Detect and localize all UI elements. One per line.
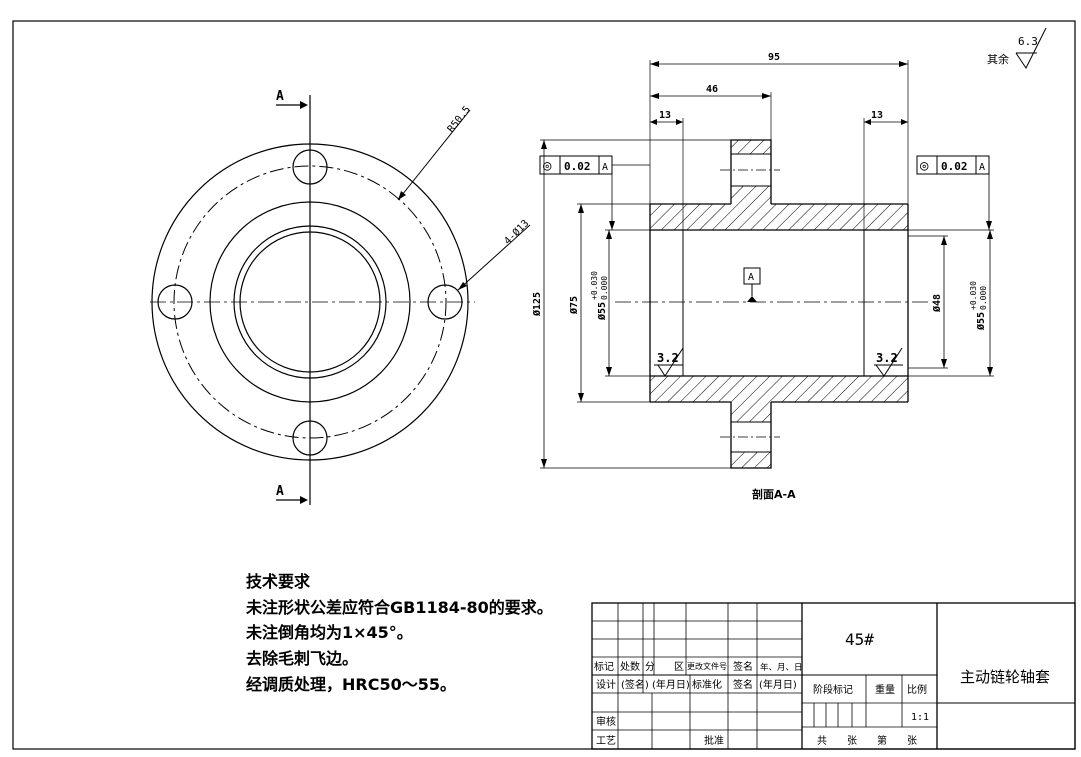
tb-material: 45# bbox=[845, 630, 874, 649]
roughness-general-label: 其余 bbox=[987, 52, 1009, 66]
tb-scale: 比例 bbox=[907, 683, 927, 696]
tb-approve: 批准 bbox=[704, 734, 724, 747]
svg-text:A: A bbox=[602, 162, 608, 173]
dim-od-hub: Ø75 bbox=[568, 296, 580, 315]
dim-od-flange: Ø125 bbox=[531, 292, 543, 317]
sheet-border bbox=[12, 20, 1076, 750]
tech-req-line-3: 去除毛刺飞边。 bbox=[246, 649, 358, 668]
tb-h1-3: 区 bbox=[674, 661, 684, 673]
tolerance-frame-left: ◎ 0.02 A bbox=[539, 155, 650, 230]
section-view: 95 46 13 13 Ø125 Ø75 bbox=[531, 52, 994, 501]
datum-label: A bbox=[748, 272, 754, 283]
hatch-bottom-hole-upper bbox=[731, 402, 771, 422]
svg-text:A: A bbox=[979, 162, 985, 173]
tb-stage: 阶段标记 bbox=[813, 683, 853, 696]
section-label-bottom: A bbox=[276, 484, 284, 499]
hatch-top-hole-lower bbox=[731, 186, 771, 204]
tb-h2-1: (签名) bbox=[621, 678, 649, 691]
roughness-left: 3.2 bbox=[654, 347, 684, 377]
section-title: 剖面A-A bbox=[752, 487, 796, 501]
tb-h1-1: 处数 bbox=[620, 660, 640, 673]
dim-bore-left-tol-lower: 0.000 bbox=[600, 276, 609, 300]
tech-req-title: 技术要求 bbox=[246, 572, 311, 591]
tb-weight: 重量 bbox=[875, 683, 895, 696]
title-block: 标记 处数 分 区 更改文件号 签名 年、月、日 设计 (签名) (年月日) 标… bbox=[591, 602, 1076, 750]
tb-h1-6: 年、月、日 bbox=[760, 662, 803, 673]
tb-h2-3: 标准化 bbox=[692, 678, 722, 691]
dim-left-flange: 13 bbox=[659, 110, 671, 121]
tb-part-name: 主动链轮轴套 bbox=[960, 668, 1050, 686]
dim-bore-right-tol-lower: 0.000 bbox=[979, 286, 988, 310]
section-label-top: A bbox=[276, 89, 284, 104]
front-view: A A R50.5 4-Ø13 bbox=[150, 89, 531, 505]
tb-h1-5: 签名 bbox=[733, 660, 753, 673]
tb-h1-4: 更改文件号 bbox=[687, 661, 727, 671]
tb-h2-0: 设计 bbox=[596, 678, 616, 691]
tb-h1-2: 分 bbox=[645, 661, 655, 673]
svg-text:0.02: 0.02 bbox=[941, 160, 968, 173]
tb-h2-4: 签名 bbox=[733, 678, 753, 691]
svg-text:◎: ◎ bbox=[920, 158, 929, 174]
roughness-right: 3.2 bbox=[874, 347, 903, 377]
tb-scale-value: 1:1 bbox=[911, 712, 929, 723]
svg-text:0.02: 0.02 bbox=[564, 160, 591, 173]
roughness-general-value: 6.3 bbox=[1018, 35, 1038, 48]
tolerance-frame-right: ◎ 0.02 A bbox=[916, 155, 992, 230]
dim-holes: 4-Ø13 bbox=[502, 217, 532, 247]
tb-process: 工艺 bbox=[596, 735, 616, 747]
general-roughness: 其余 6.3 bbox=[987, 27, 1047, 69]
tb-review: 审核 bbox=[596, 715, 616, 728]
dim-bore-right-tol-upper: +0.030 bbox=[969, 281, 978, 310]
tb-h2-5: (年月日) bbox=[759, 678, 797, 691]
tb-page-sheets: 张 bbox=[907, 735, 917, 747]
tb-total: 共 bbox=[817, 735, 827, 747]
dim-overall: 95 bbox=[768, 52, 780, 63]
tb-page: 第 bbox=[877, 734, 887, 747]
dim-bore-left-tol-upper: +0.030 bbox=[590, 271, 599, 300]
dim-bore-right: Ø55 bbox=[975, 312, 987, 331]
dim-right-flange: 13 bbox=[871, 110, 883, 121]
hatch-bottom-body bbox=[650, 376, 908, 402]
svg-text:3.2: 3.2 bbox=[876, 351, 898, 365]
tech-req-line-4: 经调质处理，HRC50～55。 bbox=[246, 675, 456, 694]
dim-bore-right-small: Ø48 bbox=[931, 294, 943, 313]
tech-req-line-1: 未注形状公差应符合GB1184-80的要求。 bbox=[245, 598, 553, 617]
hatch-bottom-hole-lower bbox=[731, 452, 771, 468]
hatch-top-hole-upper bbox=[731, 140, 771, 154]
hatch-top-body bbox=[650, 204, 908, 230]
tb-h2-2: (年月日) bbox=[652, 678, 690, 691]
dim-bore-left: Ø55 bbox=[596, 302, 608, 321]
tb-sheets: 张 bbox=[847, 735, 857, 747]
tech-requirements: 技术要求 未注形状公差应符合GB1184-80的要求。 未注倒角均为1×45°。… bbox=[245, 572, 553, 694]
tech-req-line-2: 未注倒角均为1×45°。 bbox=[245, 623, 413, 642]
svg-text:3.2: 3.2 bbox=[657, 351, 679, 365]
dim-r-pitch: R50.5 bbox=[446, 104, 473, 134]
tb-h1-0: 标记 bbox=[594, 661, 614, 673]
svg-text:◎: ◎ bbox=[543, 158, 552, 174]
dim-hub-len: 46 bbox=[706, 84, 718, 95]
